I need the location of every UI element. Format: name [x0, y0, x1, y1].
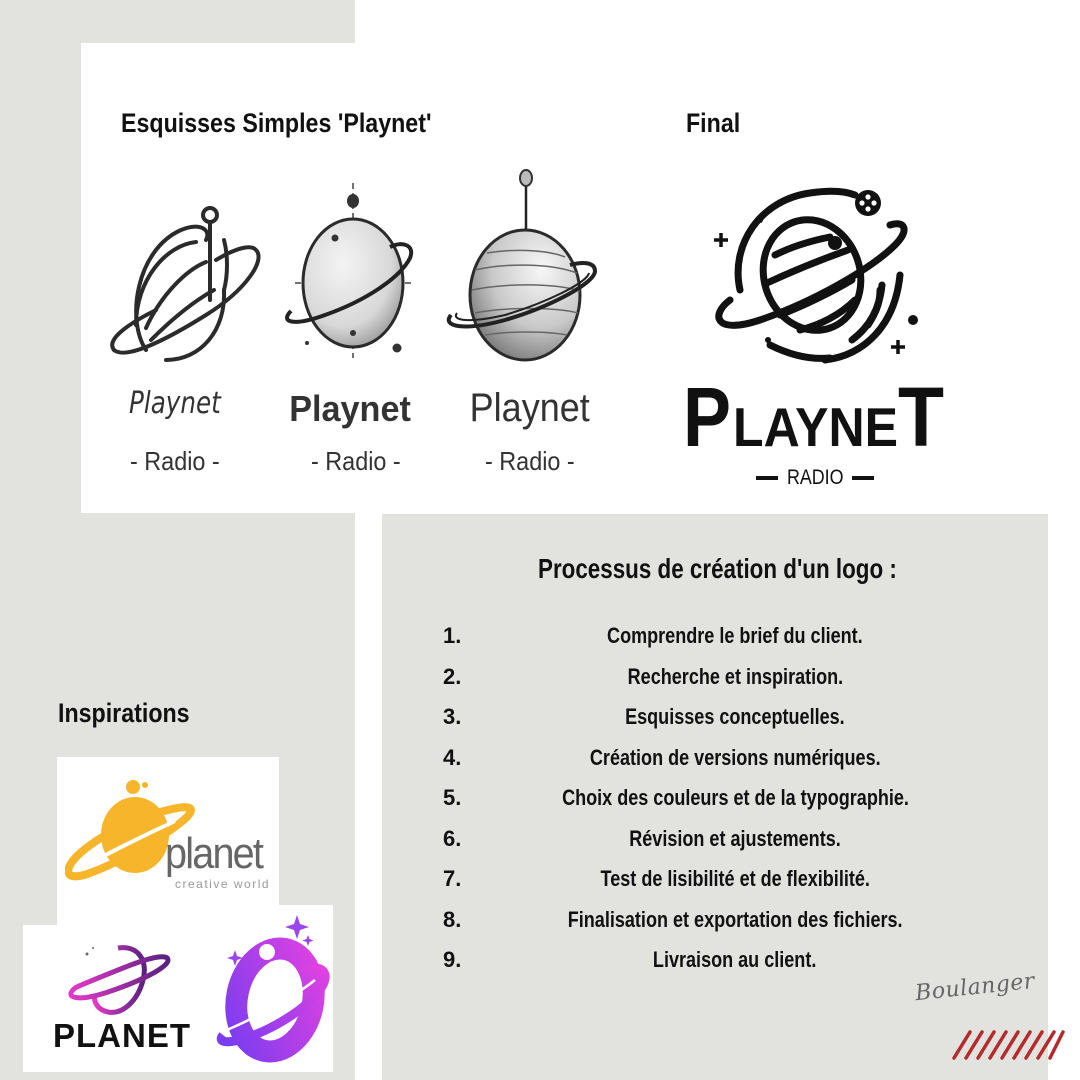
planet-name: planet	[165, 829, 264, 878]
sketch-2-name: Playnet	[289, 388, 411, 429]
process-steps-list: 1. Comprendre le brief du client. 2. Rec…	[440, 621, 980, 986]
step-text: Choix des couleurs et de la typographie.	[561, 785, 909, 810]
final-title: Final	[686, 108, 749, 139]
sketch-sub-1: - Radio -	[100, 446, 250, 477]
step-number: 1.	[443, 623, 462, 648]
sketches-title-text: Esquisses Simples 'Playnet'	[121, 108, 432, 138]
final-logo-wordmark: P LAYNE T	[683, 370, 945, 464]
yellow-planet-icon	[65, 780, 195, 881]
sketch-2-sub: - Radio -	[311, 446, 401, 476]
svg-text:LAYNE: LAYNE	[733, 396, 898, 450]
sketch-label-2: Playnet	[270, 388, 430, 430]
sketch-label-1: Playnet	[100, 386, 250, 421]
final-title-text: Final	[686, 108, 741, 138]
sketch-planet-2-icon	[285, 183, 415, 358]
sketches-title: Esquisses Simples 'Playnet'	[121, 108, 482, 139]
purple-donut-planet-icon	[216, 915, 330, 1063]
process-title: Processus de création d'un logo :	[538, 553, 987, 585]
step-text: Comprendre le brief du client.	[607, 623, 863, 648]
inspirations-title: Inspirations	[58, 698, 211, 729]
inspirations-title-text: Inspirations	[58, 698, 190, 728]
step-number: 3.	[443, 704, 462, 729]
step-text: Esquisses conceptuelles.	[625, 704, 845, 729]
final-logo-sub-text: RADIO	[786, 466, 844, 489]
planet-wordmark: planet	[165, 829, 273, 879]
step-number: 8.	[443, 906, 462, 932]
step-text: Révision et ajustements.	[629, 825, 841, 851]
sketch-1-sub: - Radio -	[130, 446, 220, 476]
sketch-label-3: Playnet	[450, 386, 610, 431]
sketch-planet-1-icon	[110, 206, 261, 362]
step-number: 9.	[443, 947, 462, 972]
step-text: Finalisation et exportation des fichiers…	[567, 906, 903, 932]
sketch-sub-2: - Radio -	[276, 446, 436, 477]
process-step: 9. Livraison au client.	[440, 945, 980, 986]
sketch-sub-3: - Radio -	[450, 446, 610, 477]
red-slashes-decoration-icon	[952, 1030, 1065, 1060]
dash-right	[852, 476, 875, 480]
sketch-planet-3-icon	[446, 169, 598, 362]
step-number: 6.	[443, 825, 462, 851]
sketch-3-name: Playnet	[469, 386, 591, 430]
step-number: 2.	[443, 663, 462, 689]
step-text: Livraison au client.	[653, 947, 817, 972]
purple-ring-planet-icon	[68, 945, 171, 1015]
sketch-3-sub: - Radio -	[485, 446, 575, 476]
final-planet-logo-icon	[714, 187, 918, 364]
process-panel	[382, 514, 1048, 1080]
step-text: Test de lisibilité et de flexibilité.	[600, 866, 870, 891]
inspiration-logo-1: planet creative world	[57, 757, 279, 925]
planet-caps-wordmark: PLANET	[53, 1017, 191, 1055]
process-step: 7. Test de lisibilité et de flexibilité.	[440, 864, 980, 905]
step-number: 4.	[443, 744, 462, 770]
final-logo-subtitle: RADIO	[740, 466, 890, 490]
inspiration-logo-3	[210, 905, 333, 1072]
step-number: 7.	[443, 866, 462, 891]
process-step: 3. Esquisses conceptuelles.	[440, 702, 980, 743]
sketch-1-name: Playnet	[129, 386, 221, 421]
planet-tagline-text: creative world	[175, 877, 271, 891]
process-step: 1. Comprendre le brief du client.	[440, 621, 980, 662]
process-step: 6. Révision et ajustements.	[440, 824, 980, 865]
process-step: 4. Création de versions numériques.	[440, 743, 980, 784]
process-title-text: Processus de création d'un logo :	[538, 553, 897, 584]
svg-text:P: P	[683, 378, 731, 450]
process-step: 8. Finalisation et exportation des fichi…	[440, 905, 980, 946]
svg-text:T: T	[898, 378, 944, 450]
playnet-wordmark-icon: P LAYNE T	[683, 370, 944, 464]
process-step: 5. Choix des couleurs et de la typograph…	[440, 783, 980, 824]
planet-caps-name: PLANET	[53, 1017, 191, 1054]
process-step: 2. Recherche et inspiration.	[440, 662, 980, 703]
planet-tagline: creative world	[175, 875, 270, 893]
inspiration-logo-2: PLANET	[23, 925, 213, 1072]
step-text: Création de versions numériques.	[589, 744, 881, 770]
dash-left	[755, 476, 778, 480]
step-text: Recherche et inspiration.	[627, 663, 843, 689]
step-number: 5.	[443, 785, 462, 810]
